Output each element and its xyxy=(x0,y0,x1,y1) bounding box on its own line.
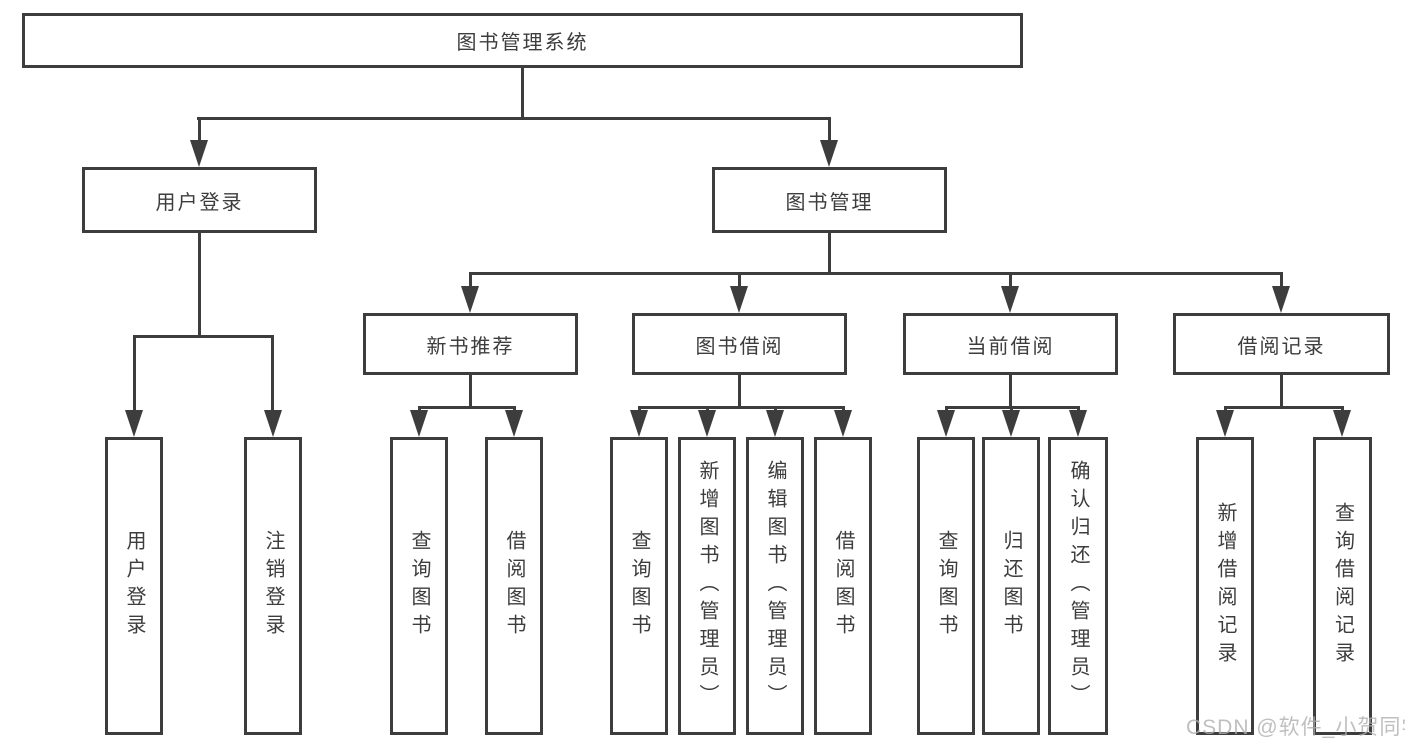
connector-line xyxy=(198,233,201,335)
arrow-down-icon xyxy=(1333,410,1351,437)
leaf-borrow-books-borrowing: 借阅图书 xyxy=(814,437,872,735)
connector-line xyxy=(198,117,201,145)
node-user-login: 用户登录 xyxy=(82,167,317,233)
connector-line xyxy=(828,233,831,272)
leaf-user-login: 用户登录 xyxy=(105,437,163,735)
connector-line xyxy=(197,117,831,120)
node-new-book-recommendation: 新书推荐 xyxy=(363,313,578,375)
connector-line xyxy=(133,335,274,338)
arrow-down-icon xyxy=(698,410,716,437)
connector-line xyxy=(738,272,741,292)
leaf-query-books-recommend: 查询图书 xyxy=(390,437,448,735)
arrow-down-icon xyxy=(1069,410,1087,437)
connector-line xyxy=(469,272,472,292)
arrow-down-icon xyxy=(461,286,479,313)
arrow-down-icon xyxy=(820,140,838,167)
arrow-down-icon xyxy=(505,410,523,437)
connector-line xyxy=(469,272,1282,275)
arrow-down-icon xyxy=(834,410,852,437)
node-library-management-system: 图书管理系统 xyxy=(22,13,1023,68)
connector-line xyxy=(271,335,274,415)
arrow-down-icon xyxy=(1272,286,1290,313)
leaf-query-books-current: 查询图书 xyxy=(917,437,975,735)
connector-line xyxy=(828,117,831,145)
node-current-borrowing: 当前借阅 xyxy=(903,313,1118,375)
arrow-down-icon xyxy=(125,410,143,437)
connector-line xyxy=(1009,272,1012,292)
leaf-add-book-admin: 新增图书（管理员） xyxy=(678,437,736,735)
leaf-add-borrow-record: 新增借阅记录 xyxy=(1196,437,1254,735)
leaf-return-books: 归还图书 xyxy=(982,437,1040,735)
leaf-confirm-return-admin: 确认归还（管理员） xyxy=(1048,437,1108,735)
arrow-down-icon xyxy=(630,410,648,437)
leaf-edit-book-admin: 编辑图书（管理员） xyxy=(746,437,804,735)
arrow-down-icon xyxy=(1002,410,1020,437)
leaf-query-borrow-record: 查询借阅记录 xyxy=(1313,437,1372,735)
arrow-down-icon xyxy=(190,140,208,167)
connector-line xyxy=(1280,272,1283,292)
connector-line xyxy=(1009,375,1012,406)
leaf-borrow-books-recommend: 借阅图书 xyxy=(485,437,543,735)
arrow-down-icon xyxy=(730,286,748,313)
arrow-down-icon xyxy=(410,410,428,437)
arrow-down-icon xyxy=(937,410,955,437)
connector-line xyxy=(133,335,136,415)
arrow-down-icon xyxy=(766,410,784,437)
arrow-down-icon xyxy=(264,410,282,437)
connector-line xyxy=(469,375,472,406)
node-book-borrowing: 图书借阅 xyxy=(632,313,847,375)
watermark: CSDN @软件_小贺同学 xyxy=(1186,716,1405,739)
node-book-management: 图书管理 xyxy=(712,167,947,233)
connector-line xyxy=(638,406,845,409)
connector-line xyxy=(418,406,516,409)
connector-line xyxy=(1280,375,1283,406)
node-borrowing-records: 借阅记录 xyxy=(1173,313,1390,375)
leaf-query-books-borrowing: 查询图书 xyxy=(610,437,668,735)
connector-line xyxy=(1224,406,1344,409)
arrow-down-icon xyxy=(1216,410,1234,437)
connector-line xyxy=(521,68,524,117)
leaf-logout-login: 注销登录 xyxy=(244,437,302,735)
arrow-down-icon xyxy=(1001,286,1019,313)
connector-line xyxy=(738,375,741,406)
